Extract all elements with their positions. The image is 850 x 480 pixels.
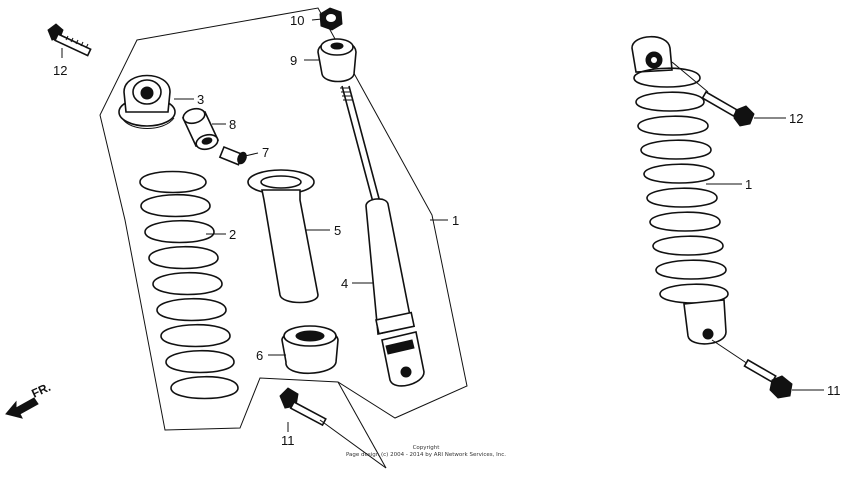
leader-lines: [61, 18, 824, 432]
dust-boot-5[interactable]: [247, 169, 319, 304]
callout-5: 5: [334, 223, 341, 238]
front-direction-arrow-icon: [5, 397, 39, 419]
copyright-line-2: Page design (c) 2004 - 2014 by ARI Netwo…: [346, 452, 506, 458]
callout-2: 2: [229, 227, 236, 242]
callout-4: 4: [341, 276, 348, 291]
callout-12-right: 12: [789, 111, 803, 126]
callout-7: 7: [262, 145, 269, 160]
callout-6: 6: [256, 348, 263, 363]
callout-11-center: 11: [281, 433, 295, 448]
callout-1-right: 1: [745, 177, 752, 192]
callout-1-center: 1: [452, 213, 459, 228]
nut-10[interactable]: [319, 7, 343, 31]
callout-10: 10: [290, 13, 304, 28]
bolt-12-left[interactable]: [47, 23, 92, 57]
bolt-11-center[interactable]: [279, 381, 387, 469]
direction-label: FR.: [29, 380, 52, 401]
callout-9: 9: [290, 53, 297, 68]
bolt-11-right[interactable]: [711, 339, 793, 399]
callout-8: 8: [229, 117, 236, 132]
callout-3: 3: [197, 92, 204, 107]
lower-seat-6[interactable]: [281, 325, 339, 374]
upper-seat-3[interactable]: [118, 74, 176, 129]
cushion-9[interactable]: [317, 38, 357, 83]
bushing-8[interactable]: [181, 106, 220, 151]
collar-7[interactable]: [218, 145, 248, 166]
assembled-shock-1[interactable]: [631, 36, 729, 345]
callout-11-right: 11: [827, 383, 841, 398]
callout-12-left: 12: [53, 63, 67, 78]
copyright-line-1: Copyright: [413, 445, 441, 451]
bolt-12-right[interactable]: [671, 61, 755, 127]
damper-4[interactable]: [340, 85, 425, 387]
assembly-group-outline: [99, 7, 468, 431]
coil-spring-2[interactable]: [139, 170, 239, 400]
